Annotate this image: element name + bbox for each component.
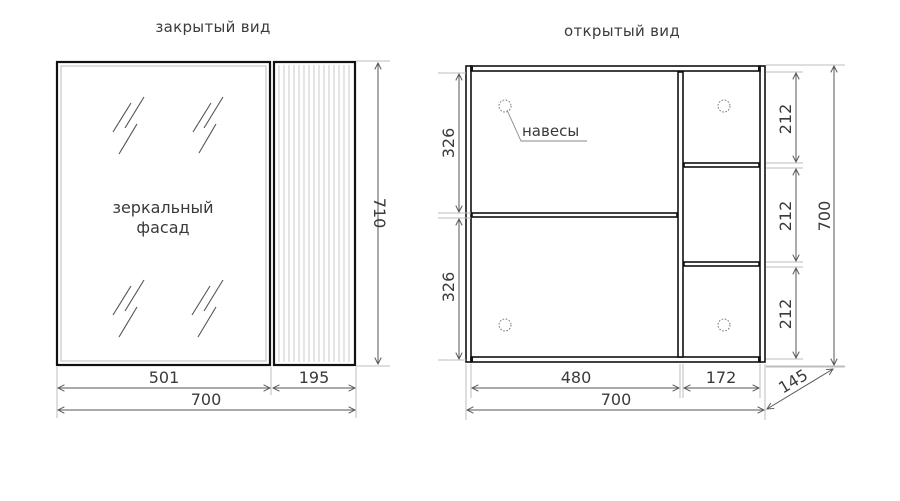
mirror-glint-icon (112, 96, 145, 155)
hinge-icon (717, 99, 731, 113)
total-height-value: 700 (815, 201, 834, 232)
height-value: 710 (370, 198, 389, 229)
dimension-height-710: 710 (356, 60, 390, 367)
closed-view-title: закрытый вид (155, 18, 270, 36)
fluted-side-panel (272, 60, 357, 367)
dimension-right-sections: 212 212 212 (766, 71, 803, 360)
right-top-section-value: 212 (776, 104, 795, 135)
hinge-label: навесы (522, 122, 579, 140)
facade-label-line1: зеркальный (112, 198, 213, 217)
dimension-left-sections: 326 326 (438, 72, 471, 361)
flute-lines (278, 65, 350, 362)
dimension-total-height: 700 (766, 64, 845, 367)
cabinet-carcass (465, 65, 766, 363)
hinge-icon (498, 99, 512, 113)
dimension-widths-open: 480 172 700 (465, 364, 766, 420)
right-bottom-section-value: 212 (776, 299, 795, 330)
left-bottom-section-value: 326 (439, 272, 458, 303)
depth-value: 145 (775, 365, 811, 397)
dimension-depth: 145 (766, 365, 845, 409)
open-view: открытый вид (438, 22, 845, 420)
total-width-open-value: 700 (601, 390, 632, 409)
left-top-section-value: 326 (439, 128, 458, 159)
mirror-width-value: 501 (149, 368, 180, 387)
mirror-glint-icon (191, 279, 224, 338)
right-compartment-width-value: 172 (706, 368, 737, 387)
mirror-glint-icon (192, 96, 224, 154)
open-view-title: открытый вид (564, 22, 680, 40)
mirror-glint-icon (112, 279, 145, 338)
right-middle-section-value: 212 (776, 201, 795, 232)
closed-view: закрытый вид (55, 18, 390, 418)
total-width-closed-value: 700 (191, 390, 222, 409)
dimension-widths-closed: 501 195 700 (56, 367, 357, 418)
side-width-value: 195 (299, 368, 330, 387)
facade-label-line2: фасад (136, 218, 189, 237)
hinge-icon (717, 318, 731, 332)
mirror-facade: зеркальный фасад (55, 60, 272, 367)
hinges: навесы (498, 99, 731, 332)
hinge-icon (498, 318, 512, 332)
left-compartment-width-value: 480 (561, 368, 592, 387)
